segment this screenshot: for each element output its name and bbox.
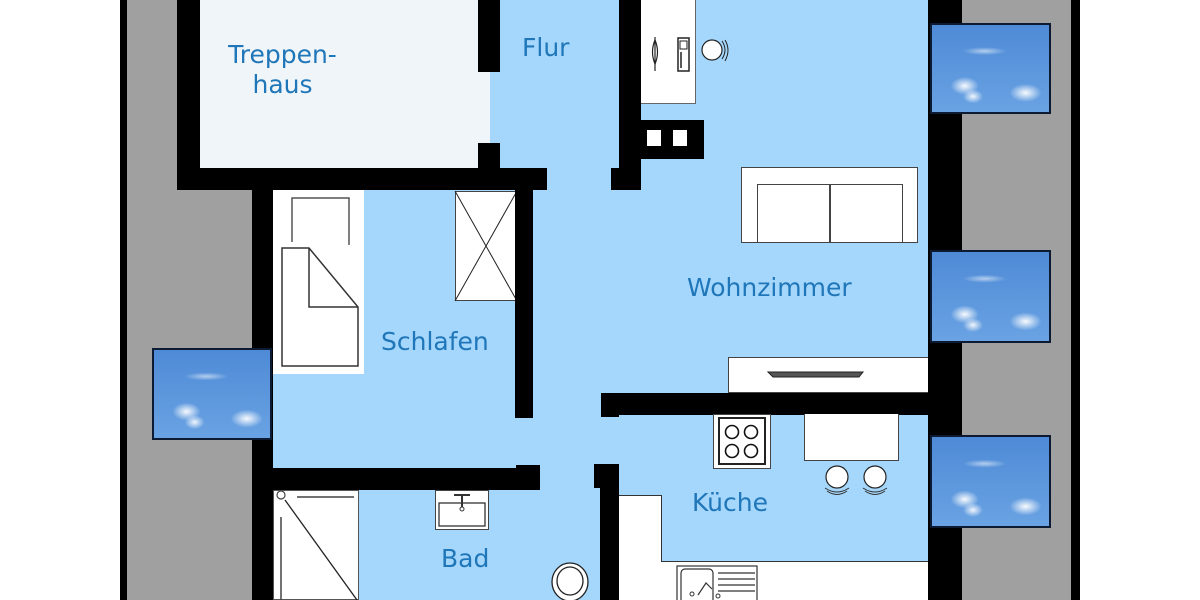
wall-kitchen-top-jamb — [601, 393, 619, 417]
label-treppenhaus: Treppen- haus — [215, 40, 350, 100]
sink-icon — [676, 565, 758, 600]
tv-icon — [766, 371, 865, 378]
wall-bad-right — [600, 470, 619, 600]
wall-schlafen-right — [515, 190, 533, 418]
window-schlafen — [152, 348, 272, 440]
sofa-cushion-right — [830, 184, 903, 243]
label-bad: Bad — [441, 544, 490, 573]
wall-kitchen-top — [601, 393, 928, 415]
wall-stair-bottom — [177, 168, 547, 190]
wall-flur-right — [619, 0, 641, 190]
kitchen-counter-left — [619, 495, 662, 600]
entry-cabinet-icons — [651, 37, 729, 72]
wall-stair-right-bottom — [478, 143, 500, 173]
label-treppenhaus-line2: haus — [252, 70, 313, 99]
stove-burners — [718, 417, 766, 465]
window-wohnzimmer-mid — [930, 250, 1051, 343]
chimney-flue-2 — [673, 130, 687, 146]
wall-flur-right-foot — [611, 168, 641, 190]
stove-icon — [713, 414, 771, 469]
window-wohnzimmer-top — [930, 23, 1051, 114]
bar-stools-icon — [824, 465, 888, 495]
wall-bad-top-jamb — [516, 465, 540, 473]
wash-basin-drawing — [438, 494, 486, 527]
wall-bad-right-jamb — [594, 464, 619, 488]
label-wohnzimmer: Wohnzimmer — [687, 273, 852, 302]
shower-icon — [276, 490, 358, 600]
wardrobe-cross — [454, 190, 518, 302]
sofa-cushion-left — [757, 184, 830, 243]
toilet-icon — [551, 562, 589, 600]
outer-frame-left — [120, 0, 127, 600]
exterior-left — [127, 0, 177, 600]
bed-icon — [281, 197, 359, 367]
room-treppenhaus — [200, 0, 490, 168]
wall-bad-top — [252, 468, 540, 490]
label-flur: Flur — [522, 33, 570, 62]
chimney-flue-1 — [647, 130, 661, 146]
label-treppenhaus-line1: Treppen- — [228, 40, 337, 69]
wall-stair-right-top — [478, 0, 500, 72]
label-schlafen: Schlafen — [381, 327, 489, 356]
label-kueche: Küche — [692, 488, 768, 517]
kitchen-table — [804, 414, 899, 461]
shower-area — [273, 490, 359, 600]
outer-frame-right — [1071, 0, 1080, 600]
window-kueche — [930, 435, 1051, 528]
wall-stair-left — [177, 0, 200, 189]
